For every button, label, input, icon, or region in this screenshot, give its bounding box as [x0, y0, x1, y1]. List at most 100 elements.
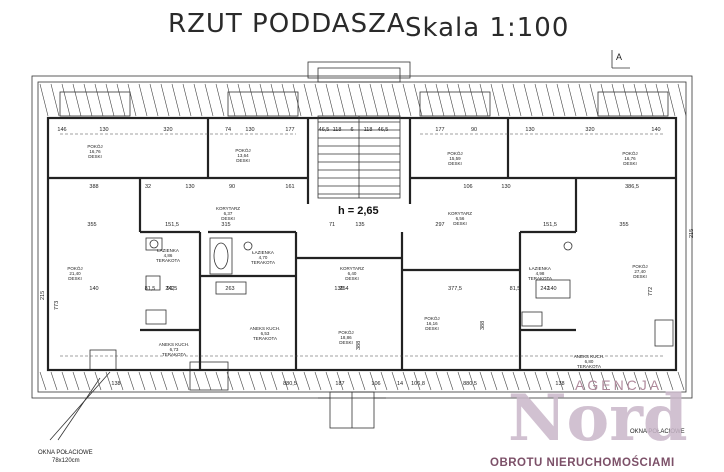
dim-top: 177	[285, 127, 294, 133]
room-floor: TERAKOTA	[253, 336, 277, 341]
dim-row2: 90	[229, 184, 235, 190]
dim-lower: 81,5	[510, 286, 521, 292]
section-mark: A	[611, 50, 630, 69]
walls	[46, 116, 678, 372]
room-area: 16,16	[426, 321, 438, 326]
dim-bottom: 106,8	[411, 381, 425, 387]
room-floor: DESKI	[88, 154, 102, 159]
room-area: 6,37	[224, 211, 233, 216]
room-floor: TERAKOTA	[162, 352, 186, 357]
dim-bottom: 14	[397, 381, 403, 387]
room-floor: DESKI	[425, 326, 439, 331]
room-floor: DESKI	[345, 276, 359, 281]
dim-top: 118	[333, 127, 342, 133]
room-name: ANEKS KUCH.	[574, 354, 605, 359]
room-area: 13,64	[237, 153, 249, 158]
room-name: ŁAZIENKA	[157, 248, 179, 253]
entrance	[318, 391, 386, 429]
dim-mid: 135	[355, 222, 364, 228]
room-area: 6,56	[456, 216, 465, 221]
room-name: POKÓJ	[67, 265, 82, 271]
dim-lower: 91,5	[167, 286, 178, 292]
room-area: 6,73	[170, 347, 179, 352]
room-area: 15,59	[449, 156, 461, 161]
dim-top: 6	[350, 127, 353, 133]
dim-lower: 377,5	[448, 286, 462, 292]
window-note: OKNA POŁACIOWE 78x120cm	[38, 371, 111, 464]
dim-mid: 297	[435, 222, 444, 228]
room-area: 6,40	[348, 271, 357, 276]
room-name: POKÓJ	[338, 329, 353, 335]
dim-top: 46,5	[378, 127, 389, 133]
dim-top: 46,5	[319, 127, 330, 133]
dim-top: 140	[651, 127, 660, 133]
room-floor: TERAKOTA	[577, 364, 601, 369]
room-name: KORYTARZ	[448, 211, 472, 216]
room-name: POKÓJ	[235, 147, 250, 153]
room-name: KORYTARZ	[216, 206, 240, 211]
room-area: 18,86	[340, 335, 352, 340]
room-area: 6,53	[261, 331, 270, 336]
dim-bottom: 138	[111, 381, 120, 387]
room-floor: DESKI	[633, 274, 647, 279]
room-floor: DESKI	[339, 340, 353, 345]
dim-lower: 263	[225, 286, 234, 292]
dim-top: 74	[225, 127, 231, 133]
roof-hatch-bottom	[39, 371, 685, 391]
room-area: 27,40	[634, 269, 646, 274]
room-area: 21,40	[69, 271, 81, 276]
room-name: ANEKS KUCH.	[250, 326, 281, 331]
section-mark-label: A	[616, 52, 622, 62]
room-name: ŁAZIENKA	[252, 250, 274, 255]
room-area: 16,76	[624, 156, 636, 161]
dim-top: 118	[364, 127, 373, 133]
dim-top: 146	[57, 127, 66, 133]
fixtures	[145, 237, 573, 327]
room-name: ANEKS KUCH.	[159, 342, 190, 347]
dim-row2: 32	[145, 184, 151, 190]
dim-row2: 130	[185, 184, 194, 190]
room-floor: DESKI	[448, 161, 462, 166]
dim-bottom: 187	[335, 381, 344, 387]
dim-top: 130	[99, 127, 108, 133]
dim-mid: 355	[619, 222, 628, 228]
dim-vertical: 388	[356, 341, 362, 350]
room-area: 4,98	[536, 271, 545, 276]
room-name: POKÓJ	[424, 315, 439, 321]
room-area: 4,86	[164, 253, 173, 258]
agency-logo: AGENCJA Nord OBROTU NIERUCHOMOŚCIAMI	[490, 377, 688, 469]
dim-mid: 151,5	[165, 222, 179, 228]
dim-top: 90	[471, 127, 477, 133]
dim-bottom: 106	[371, 381, 380, 387]
room-name: POKÓJ	[87, 143, 102, 149]
dim-lower: 242	[165, 286, 174, 292]
dim-row2: 130	[501, 184, 510, 190]
room-area: 16,76	[89, 149, 101, 154]
dim-bottom: 880,5	[283, 381, 297, 387]
dim-lower: 140	[89, 286, 98, 292]
room-floor: DESKI	[68, 276, 82, 281]
room-name: POKÓJ	[622, 150, 637, 156]
dim-lower: 254	[339, 286, 348, 292]
dim-bottom: 138	[555, 381, 564, 387]
window-note-right: OKNA POŁACIOWE	[630, 429, 685, 435]
room-floor: DESKI	[221, 216, 235, 221]
room-name: KORYTARZ	[340, 266, 364, 271]
room-name: POKÓJ	[632, 263, 647, 269]
roof-outline	[31, 61, 693, 399]
room-name: ŁAZIENKA	[529, 266, 551, 271]
